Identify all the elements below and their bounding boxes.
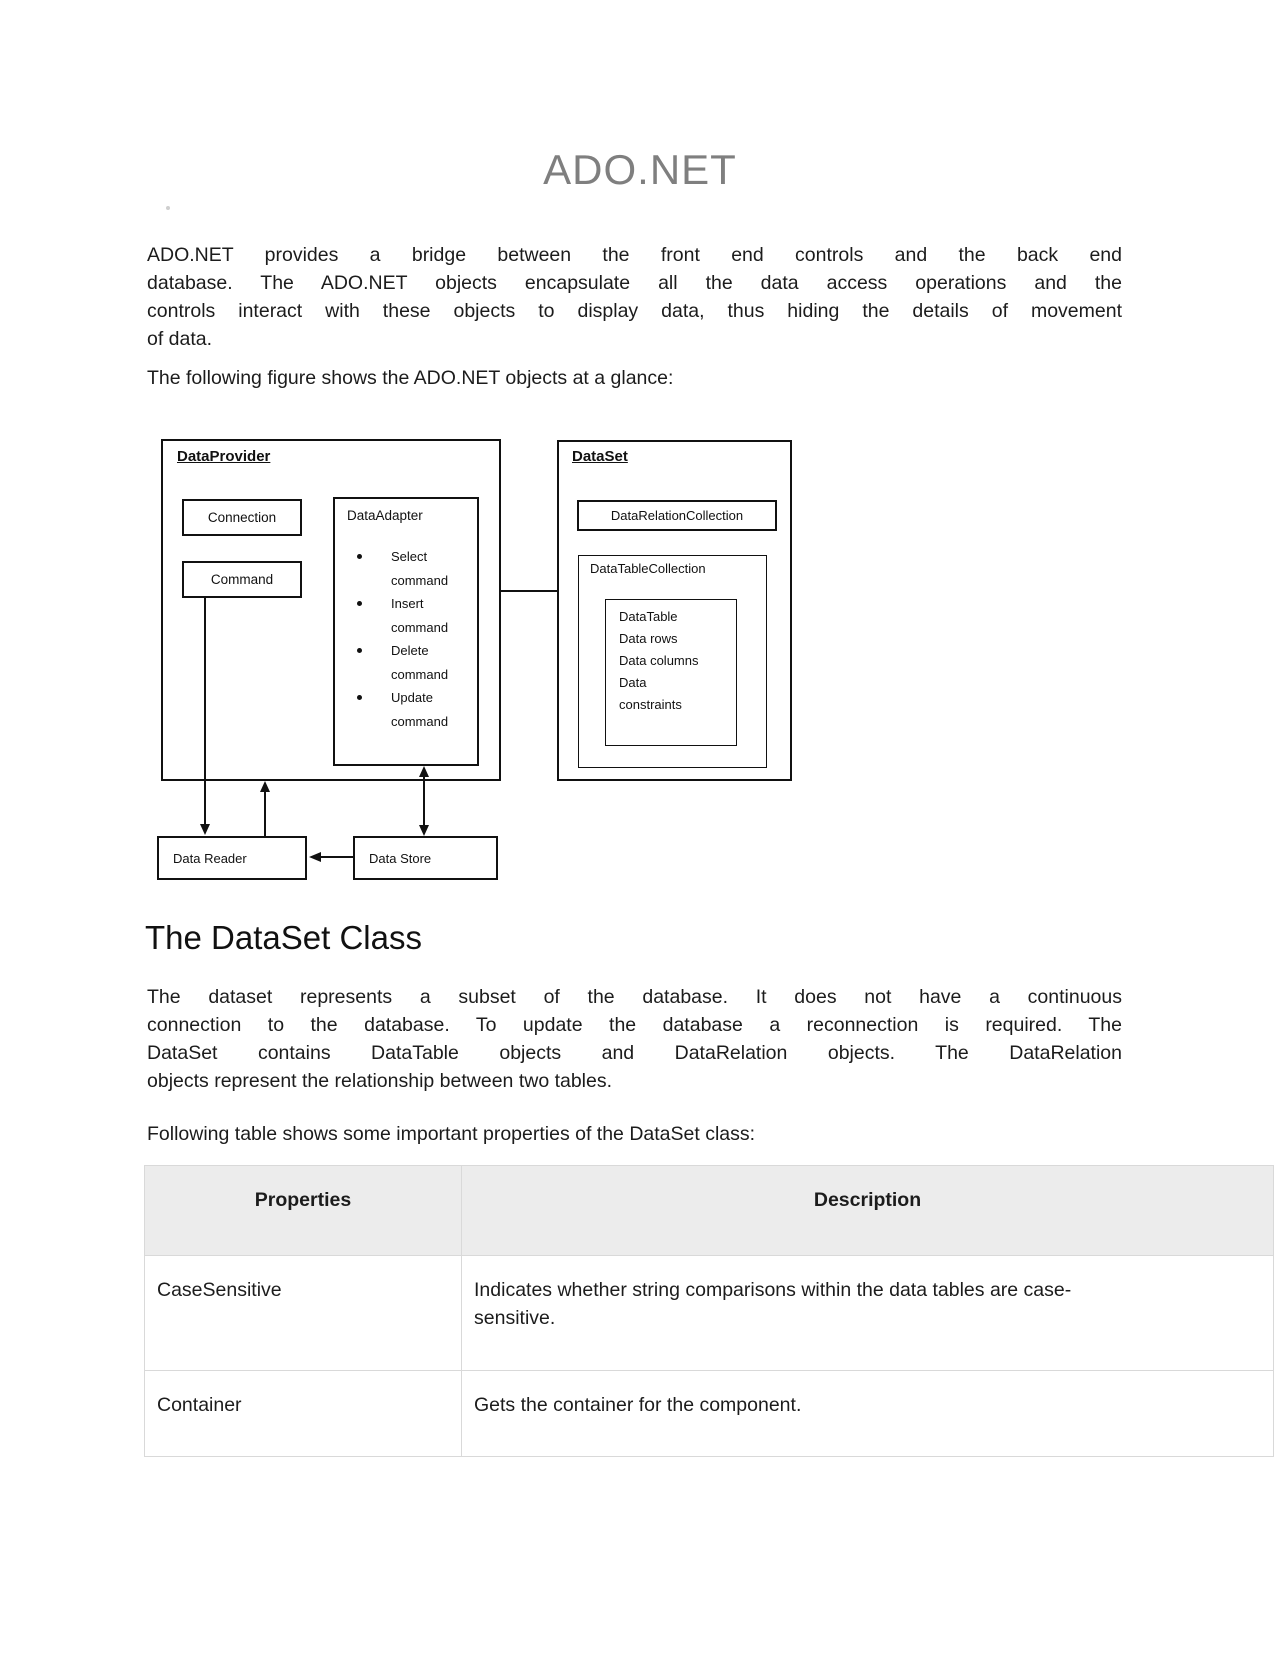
data-adapter-box [333,497,479,766]
property-cell: Container [144,1370,462,1457]
data-table-collection-label: DataTableCollection [590,561,706,576]
data-adapter-command-list: Select command Insert command Delete com… [351,545,463,733]
connection-box: Connection [182,499,302,536]
description-cell: Indicates whether string comparisons wit… [461,1255,1274,1371]
intro-line-2: database. The ADO.NET objects encapsulat… [147,272,1122,294]
bullet-icon [357,648,362,653]
bullet-icon [357,695,362,700]
arrow-down-icon [419,825,429,836]
data-relation-collection-label: DataRelationCollection [610,508,744,523]
dataset-line-4: objects represent the relationship betwe… [147,1070,613,1092]
dataset-line-1: The dataset represents a subset of the d… [147,986,1122,1008]
command-box: Command [182,561,302,598]
intro-paragraph: ADO.NET provides a bridge between the fr… [147,241,1122,353]
data-table-box [605,599,737,746]
description-cell: Gets the container for the component. [461,1370,1274,1457]
bullet-icon [357,601,362,606]
data-provider-label: DataProvider [177,448,271,465]
section-heading: The DataSet Class [145,919,422,956]
reader-to-provider-line [264,792,266,836]
data-relation-collection-box: DataRelationCollection [577,500,777,531]
bullet-icon [357,554,362,559]
list-item-label: Insert command [391,596,449,635]
list-item-label: Select command [391,549,449,588]
table-caption: Following table shows some important pro… [147,1123,756,1145]
property-cell: CaseSensitive [144,1255,462,1371]
table-row: CaseSensitive Indicates whether string c… [144,1255,1274,1371]
column-header-properties: Properties [144,1165,462,1256]
table-row: Container Gets the container for the com… [144,1370,1274,1457]
arrow-left-icon [309,852,321,862]
list-item: Delete command [351,639,463,686]
properties-table: Properties Description CaseSensitive Ind… [144,1165,1274,1457]
command-to-reader-line [204,598,206,824]
data-reader-label: Data Reader [173,850,247,866]
adapter-store-line [423,776,425,826]
arrow-up-icon [260,781,270,792]
data-store-label: Data Store [369,850,432,866]
stray-mark [166,206,170,210]
dataset-line-2: connection to the database. To update th… [147,1014,1122,1036]
data-store-box: Data Store [353,836,498,880]
intro-line-4: of data. [147,328,213,350]
store-to-reader-line [321,856,353,858]
list-item: Update command [351,686,463,733]
provider-dataset-connector [501,590,557,592]
dataset-label: DataSet [572,448,628,465]
data-table-content: DataTable Data rows Data columns Data co… [619,609,699,712]
arrow-down-icon [200,824,210,835]
list-item-label: Delete command [391,643,449,682]
column-header-description: Description [461,1165,1274,1256]
data-reader-box: Data Reader [157,836,307,880]
intro-line-3: controls interact with these objects to … [147,300,1122,322]
list-item: Insert command [351,592,463,639]
dataset-paragraph: The dataset represents a subset of the d… [147,983,1122,1095]
list-item-label: Update command [391,690,449,729]
command-label: Command [210,572,274,587]
figure-caption: The following figure shows the ADO.NET o… [147,367,674,389]
arrow-up-icon [419,766,429,777]
list-item: Select command [351,545,463,592]
data-adapter-label: DataAdapter [347,508,423,523]
connection-label: Connection [207,510,277,525]
dataset-line-3: DataSet contains DataTable objects and D… [147,1042,1122,1064]
intro-line-1: ADO.NET provides a bridge between the fr… [147,244,1122,266]
table-header-row: Properties Description [144,1165,1274,1256]
page-title: ADO.NET [543,146,737,193]
